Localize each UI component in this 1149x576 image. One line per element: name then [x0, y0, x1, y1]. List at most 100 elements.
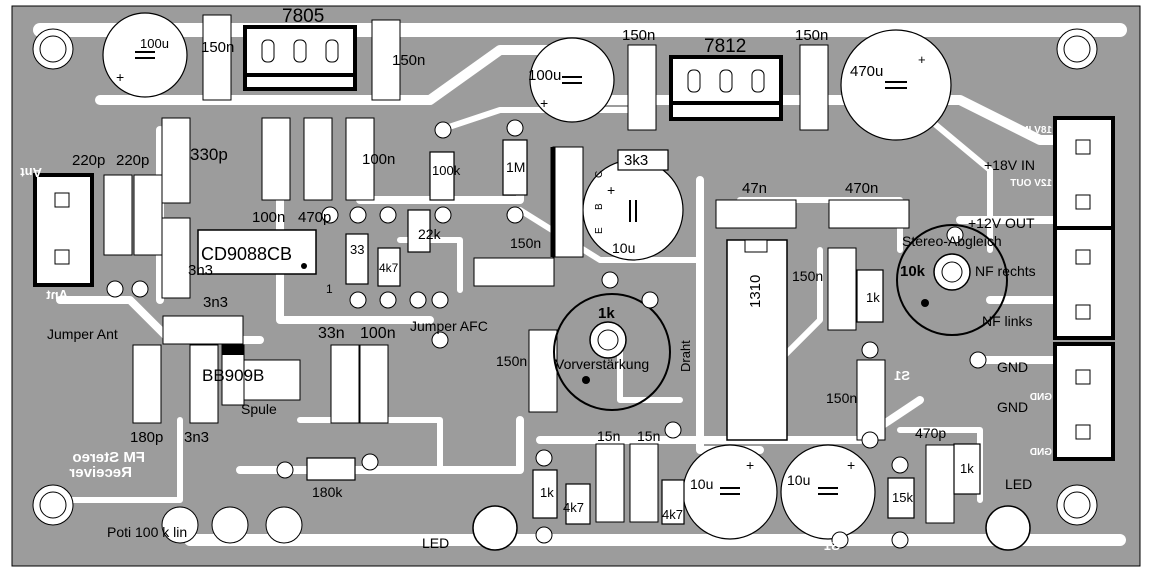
label-3k3: 3k3 — [624, 152, 648, 169]
title-mirrored-line2: Receiver — [69, 464, 132, 481]
label-10u-b: 10u — [690, 476, 713, 492]
mounting-hole — [1056, 28, 1098, 70]
label-150n-g: 150n — [496, 353, 527, 369]
poti-pad — [161, 506, 199, 544]
label-150n-e: 150n — [510, 235, 541, 251]
label-10u-c: 10u — [787, 472, 810, 488]
label-led-a: LED — [422, 535, 449, 551]
poti-pad — [265, 506, 303, 544]
label-150n-d: 150n — [795, 27, 828, 44]
label-3n3-a: 3n3 — [188, 262, 213, 279]
label-pin1: 1 — [326, 282, 333, 296]
label-transistor-b: B — [594, 203, 605, 210]
label-100u-a: 100u — [140, 36, 169, 51]
gnd-mirrored-a: GND — [1030, 392, 1052, 403]
label-plus-470u: + — [918, 52, 926, 67]
ant-mirrored-b: Ant — [46, 287, 68, 302]
label-10k: 10k — [900, 263, 926, 280]
potentiometers — [553, 224, 1008, 411]
s1-mirrored-b: S1 — [824, 538, 840, 553]
label-4k7-a: 4k7 — [379, 261, 399, 275]
label-3n3-b: 3n3 — [203, 294, 228, 311]
label-7805: 7805 — [282, 6, 324, 27]
label-220p-b: 220p — [116, 152, 149, 169]
label-10u-a: 10u — [612, 240, 635, 256]
label-100u-b: 100u — [528, 67, 561, 84]
label-plus-100u-b: + — [540, 95, 548, 111]
cap-100u-a — [102, 12, 188, 98]
antenna-connector — [33, 173, 94, 287]
mounting-hole — [32, 28, 74, 70]
label-100n-a: 100n — [362, 151, 395, 168]
label-jumper-ant: Jumper Ant — [47, 326, 118, 342]
gnd-mirrored-b: GND — [1030, 447, 1052, 458]
led-right — [985, 505, 1031, 551]
audio-connector — [1053, 226, 1115, 340]
solder-pads — [106, 119, 987, 549]
label-220p-a: 220p — [72, 152, 105, 169]
integrated-circuits — [197, 146, 788, 441]
label-470p-a: 470p — [298, 209, 331, 226]
power-connector — [1053, 116, 1115, 230]
label-gnd-a: GND — [997, 359, 1028, 375]
cap-10u-c — [780, 444, 876, 540]
label-1k-a: 1k — [866, 290, 880, 305]
label-150n-f: 150n — [792, 268, 823, 284]
mounting-hole — [1056, 484, 1098, 526]
cap-470u — [840, 29, 952, 141]
label-15n-a: 15n — [597, 428, 620, 444]
label-led-b: LED — [1005, 476, 1032, 492]
connectors — [33, 116, 1115, 461]
transistor-body — [552, 146, 584, 258]
label-draht: Draht — [678, 340, 693, 372]
cap-10u-b — [682, 444, 778, 540]
mirrored-labels: FM Stereo Receiver Ant Ant 18V IN 12V OU… — [20, 125, 1052, 553]
film-capacitors — [103, 14, 955, 524]
mounting-holes — [32, 28, 1098, 526]
misc-components — [161, 344, 1031, 551]
mounting-hole — [32, 484, 74, 526]
label-pot-1k: 1k — [598, 305, 615, 322]
label-plus-10u-c: + — [847, 457, 855, 473]
silkscreen-labels: 7805 7812 100u 150n 150n 100u 150n 150n … — [47, 6, 1036, 551]
label-7812: 7812 — [704, 36, 746, 57]
label-180k: 180k — [312, 484, 343, 500]
pot-10k — [896, 224, 1008, 336]
label-100k: 100k — [432, 163, 461, 178]
label-bb909b: BB909B — [202, 366, 264, 385]
label-spule: Spule — [241, 401, 277, 417]
title-mirrored-line1: FM Stereo — [72, 449, 145, 466]
s1-mirrored-a: S1 — [894, 368, 910, 383]
label-nf-links: NF links — [982, 313, 1033, 329]
label-22k: 22k — [418, 226, 442, 242]
label-47n: 47n — [742, 180, 767, 197]
label-transistor-c: C — [594, 171, 605, 178]
12v-mirrored: 12V OUT — [1010, 178, 1052, 189]
label-4k7-c: 4k7 — [662, 507, 683, 522]
gnd-connector — [1053, 342, 1115, 461]
label-150n-b: 150n — [392, 52, 425, 69]
label-plus-100u-a: + — [116, 69, 124, 85]
label-4k7-b: 4k7 — [563, 500, 584, 515]
cap-100u-b — [529, 37, 615, 123]
label-15k: 15k — [892, 490, 913, 505]
cap-symbols — [135, 51, 907, 495]
label-1m: 1M — [506, 159, 525, 175]
ant-mirrored-a: Ant — [20, 165, 42, 180]
label-jumper-afc: Jumper AFC — [410, 318, 488, 334]
label-1k-c: 1k — [960, 461, 974, 476]
label-cd9088cb: CD9088CB — [201, 244, 292, 264]
label-330p: 330p — [190, 145, 228, 164]
ic-1310-body — [726, 239, 788, 441]
label-gnd-b: GND — [997, 399, 1028, 415]
poti-pad — [211, 506, 249, 544]
label-470u: 470u — [850, 63, 883, 80]
label-470n: 470n — [845, 180, 878, 197]
label-180p: 180p — [130, 429, 163, 446]
label-470p-b: 470p — [915, 425, 946, 441]
label-18v-in: +18V IN — [984, 157, 1035, 173]
label-100n-b: 100n — [252, 209, 285, 226]
label-transistor-e: E — [594, 227, 605, 234]
voltage-regulators — [243, 25, 783, 121]
